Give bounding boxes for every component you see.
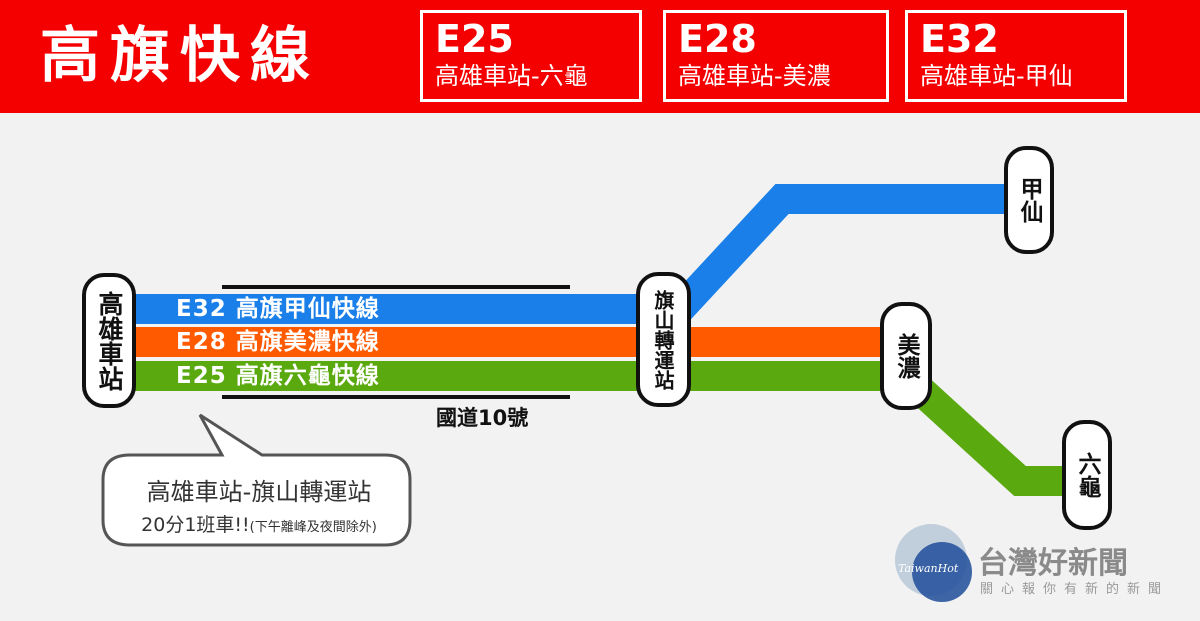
watermark-sub: 關心報你有新的新聞 — [980, 582, 1170, 597]
route-code: E25 — [435, 17, 514, 61]
watermark-logo: TaiwanHot — [898, 562, 959, 575]
bubble-text-route: 高雄車站-旗山轉運站 — [146, 478, 372, 506]
route-code: E28 — [678, 17, 757, 61]
station-meinong-label: 美濃 — [893, 333, 919, 379]
route-name: 高雄車站-甲仙 — [920, 62, 1073, 90]
line-e32 — [110, 184, 1030, 324]
station-kaohsiung-label: 高雄車站 — [95, 290, 124, 391]
station-qishan-label: 旗山轉運站 — [651, 289, 675, 390]
route-box-e32: E32 高雄車站-甲仙 — [905, 10, 1127, 102]
station-jiaxian-label: 甲仙 — [1016, 177, 1042, 223]
speech-bubble — [101, 413, 412, 547]
bubble-frequency: 20分1班車!! — [141, 514, 250, 536]
watermark-name: 台灣好新聞 — [978, 546, 1128, 581]
station-jiaxian: 甲仙 — [1004, 146, 1054, 254]
line-label-e25: E25 高旗六龜快線 — [176, 363, 380, 389]
highway-label: 國道10號 — [436, 406, 529, 430]
station-meinong: 美濃 — [880, 302, 932, 410]
station-liugui-label: 六龜 — [1074, 452, 1100, 498]
station-kaohsiung: 高雄車站 — [82, 273, 136, 408]
route-code: E32 — [920, 17, 999, 61]
line-label-e28: E28 高旗美濃快線 — [176, 329, 380, 355]
header-banner: 高旗快線 E25 高雄車站-六龜 E28 高雄車站-美濃 E32 高雄車站-甲仙 — [0, 0, 1200, 113]
route-name: 高雄車站-六龜 — [435, 62, 588, 90]
route-name: 高雄車站-美濃 — [678, 62, 831, 90]
line-e25 — [110, 361, 1085, 496]
watermark-logo-circle-front — [912, 542, 972, 602]
station-liugui: 六龜 — [1062, 420, 1112, 530]
line-label-e32: E32 高旗甲仙快線 — [176, 296, 380, 322]
bubble-text-frequency: 20分1班車!!(下午離峰及夜間除外) — [118, 510, 400, 537]
station-qishan: 旗山轉運站 — [636, 272, 691, 407]
route-box-e28: E28 高雄車站-美濃 — [663, 10, 889, 102]
route-box-e25: E25 高雄車站-六龜 — [420, 10, 642, 102]
bubble-note: (下午離峰及夜間除外) — [249, 520, 377, 535]
page-title: 高旗快線 — [40, 21, 320, 91]
